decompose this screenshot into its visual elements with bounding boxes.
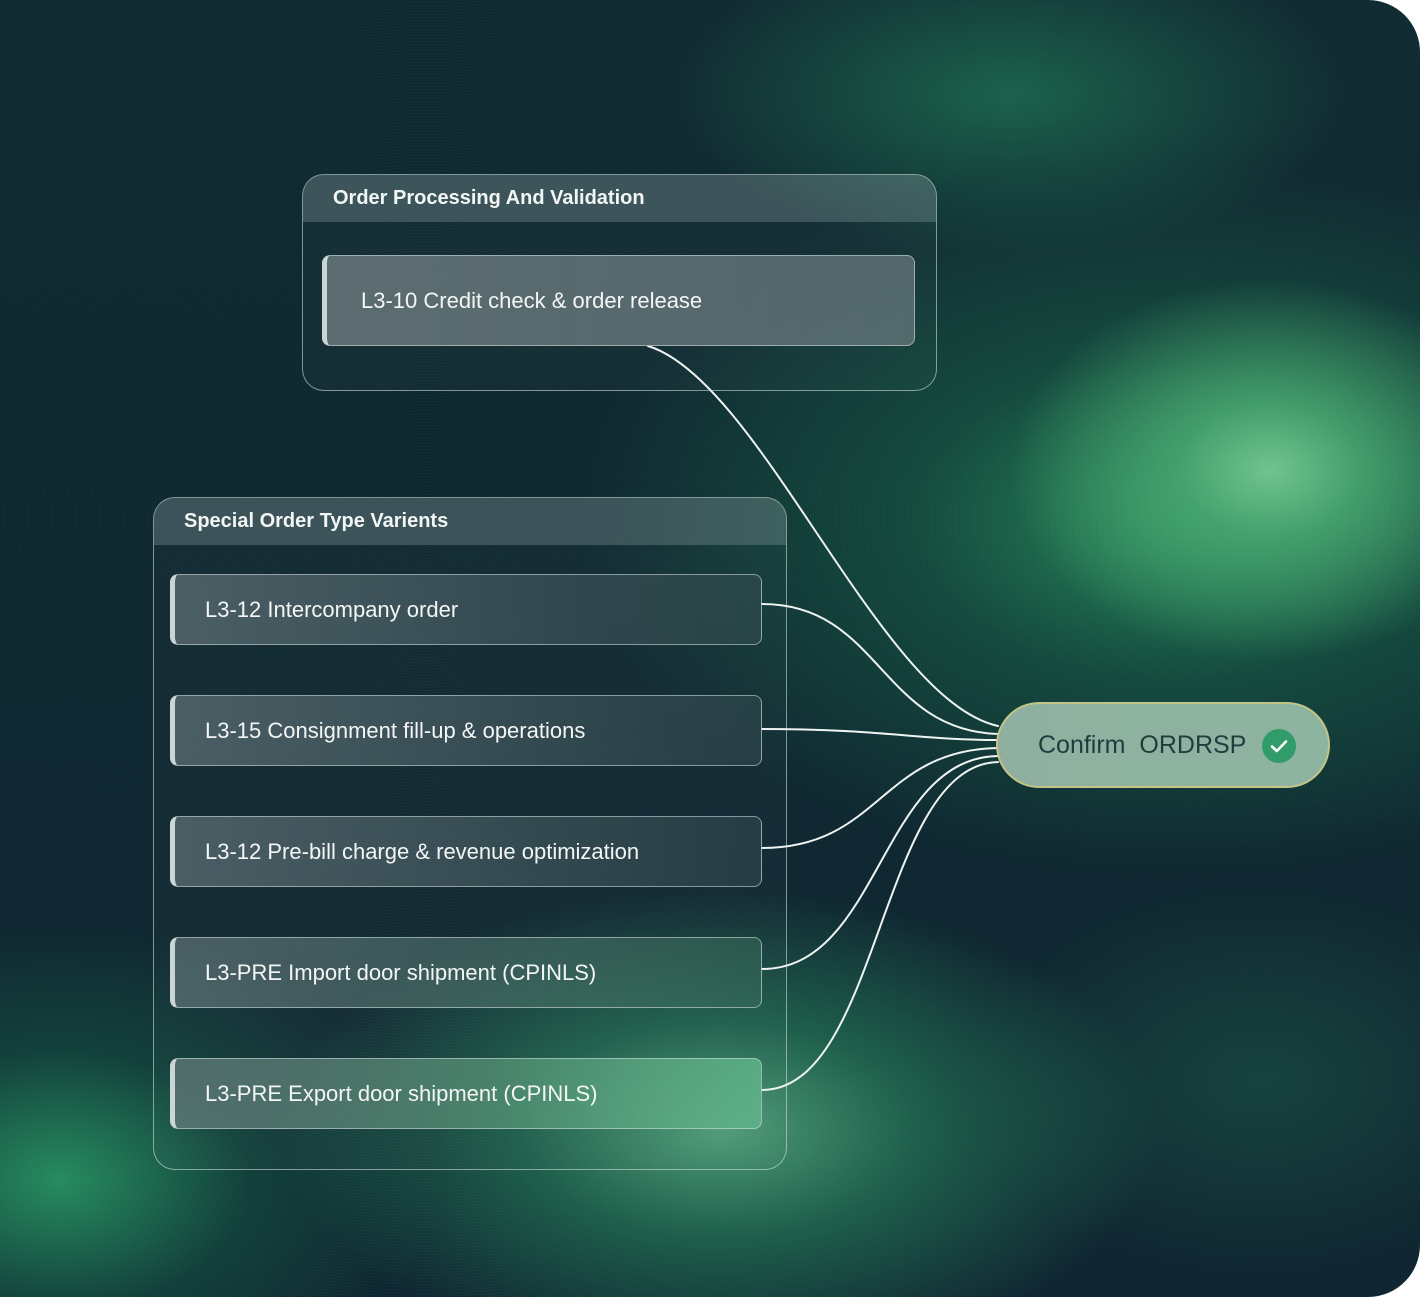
connector-pre-bill: [761, 747, 999, 849]
step-label: L3-10 Credit check & order release: [361, 287, 703, 313]
confirm-ordrsp-node[interactable]: Confirm ORDRSP: [996, 702, 1330, 788]
group-title: Special Order Type Varients: [154, 498, 786, 545]
connector-import: [761, 755, 999, 970]
connector-export: [761, 761, 999, 1091]
connector-intercompany: [761, 603, 999, 735]
node-label: Confirm ORDRSP: [1038, 730, 1247, 759]
step-label: L3-15 Consignment fill-up & operations: [205, 717, 586, 743]
group-order-processing: Order Processing And Validation: [302, 174, 937, 391]
step-card-credit-check[interactable]: L3-10 Credit check & order release: [322, 255, 915, 346]
step-label: L3-PRE Export door shipment (CPINLS): [205, 1080, 598, 1106]
step-card-pre-bill[interactable]: L3-12 Pre-bill charge & revenue optimiza…: [170, 816, 762, 887]
group-special-orders: Special Order Type Varients: [153, 497, 787, 1170]
connector-credit-check: [647, 345, 999, 727]
step-card-import-shipment[interactable]: L3-PRE Import door shipment (CPINLS): [170, 937, 762, 1008]
group-title: Order Processing And Validation: [303, 175, 936, 222]
step-label: L3-PRE Import door shipment (CPINLS): [205, 959, 597, 985]
step-card-consignment[interactable]: L3-15 Consignment fill-up & operations: [170, 695, 762, 766]
step-label: L3-12 Pre-bill charge & revenue optimiza…: [205, 838, 640, 864]
connector-consignment: [761, 728, 999, 741]
step-label: L3-12 Intercompany order: [205, 596, 459, 622]
step-card-intercompany[interactable]: L3-12 Intercompany order: [170, 574, 762, 645]
step-card-export-shipment[interactable]: L3-PRE Export door shipment (CPINLS): [170, 1058, 762, 1129]
check-icon: [1262, 729, 1296, 763]
